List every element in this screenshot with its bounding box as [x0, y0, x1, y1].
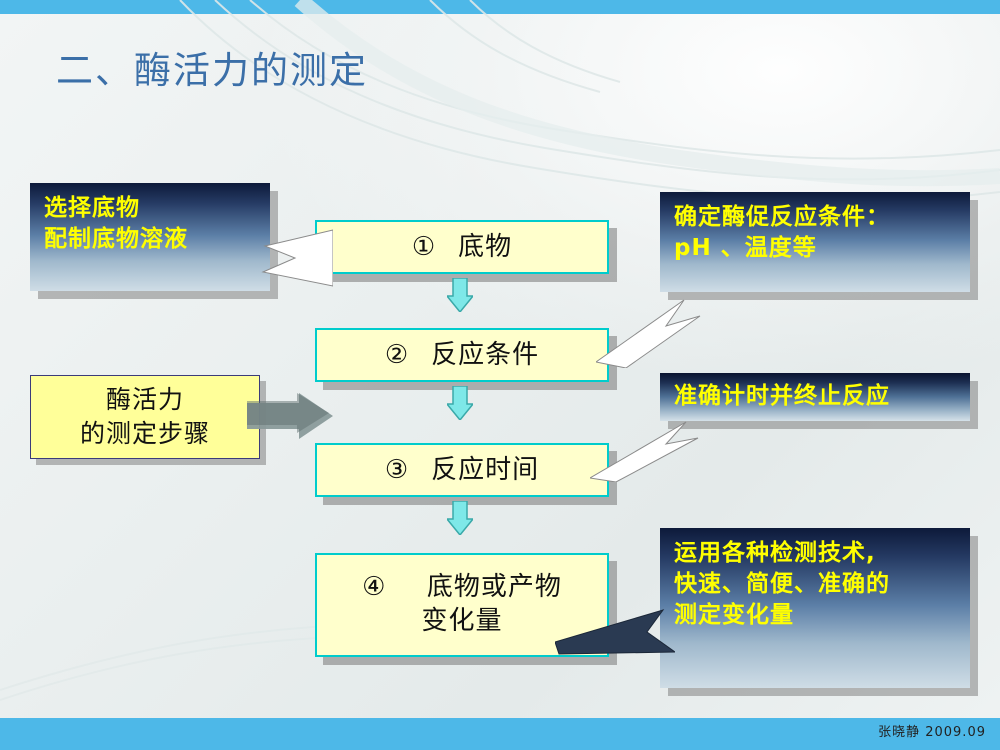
flow-step-4: ④ 底物或产物 变化量 — [315, 553, 609, 657]
arrow-label-to-flow — [247, 393, 337, 443]
callout-conditions-text: 确定酶促反应条件： pH 、温度等 — [674, 202, 890, 264]
callout-timing: 准确计时并终止反应 — [660, 373, 970, 421]
callout-measure-text: 运用各种检测技术, 快速、简便、准确的 测定变化量 — [674, 538, 890, 631]
flow-step-2-marker: ② — [384, 339, 410, 370]
pointer-timing-to-step3 — [588, 420, 700, 486]
pointer-substrate-to-step1 — [245, 228, 334, 292]
flow-step-2-label: 反应条件 — [431, 339, 540, 370]
callout-substrate-line2: 配制底物溶液 — [44, 226, 188, 253]
pointer-conditions-to-step2 — [594, 296, 706, 372]
arrow-step-1-to-2 — [445, 277, 475, 314]
flow-step-2: ② 反应条件 — [315, 328, 609, 382]
footer-author: 张晓静 2009.09 — [878, 725, 986, 740]
callout-conditions: 确定酶促反应条件： pH 、温度等 — [660, 192, 970, 292]
callout-substrate: 选择底物 配制底物溶液 — [30, 183, 270, 291]
flow-step-1: ① 底物 — [315, 220, 609, 274]
flow-step-4-line1: ④ 底物或产物 — [362, 571, 562, 605]
arrow-step-2-to-3 — [445, 385, 475, 422]
pointer-measure-to-step4 — [554, 608, 677, 666]
callout-measure-line2: 快速、简便、准确的 — [674, 571, 890, 598]
callout-timing-line1: 准确计时并终止反应 — [674, 383, 890, 410]
left-label-line2: 的测定步骤 — [79, 419, 210, 448]
left-label-line1: 酶活力 — [105, 385, 184, 415]
callout-substrate-text: 选择底物 配制底物溶液 — [44, 193, 188, 255]
flow-step-1-marker: ① — [411, 231, 437, 262]
flow-step-4-label-line2: 变化量 — [421, 606, 503, 636]
left-label-box: 酶活力 的测定步骤 — [30, 375, 260, 459]
flow-step-3-marker: ③ — [384, 454, 410, 485]
swoosh-lines-icon — [0, 0, 1000, 701]
callout-measure-line3: 测定变化量 — [674, 602, 794, 629]
flow-step-4-marker: ④ — [362, 572, 387, 603]
callout-measure: 运用各种检测技术, 快速、简便、准确的 测定变化量 — [660, 528, 970, 688]
callout-substrate-line1: 选择底物 — [44, 195, 140, 221]
decorative-swoosh-group — [0, 0, 1000, 701]
flow-step-4-label-line1: 底物或产物 — [426, 572, 562, 603]
callout-measure-line1: 运用各种检测技术, — [674, 540, 876, 566]
arrow-step-3-to-4 — [445, 500, 475, 537]
callout-conditions-line1: 确定酶促反应条件： — [674, 204, 890, 230]
flow-step-1-label: 底物 — [458, 231, 513, 262]
page-title: 二、酶活力的测定 — [56, 49, 368, 92]
flow-step-3: ③ 反应时间 — [315, 443, 609, 497]
callout-conditions-line2: pH 、温度等 — [674, 235, 817, 262]
callout-timing-text: 准确计时并终止反应 — [674, 381, 890, 412]
flow-step-3-label: 反应时间 — [431, 454, 540, 485]
